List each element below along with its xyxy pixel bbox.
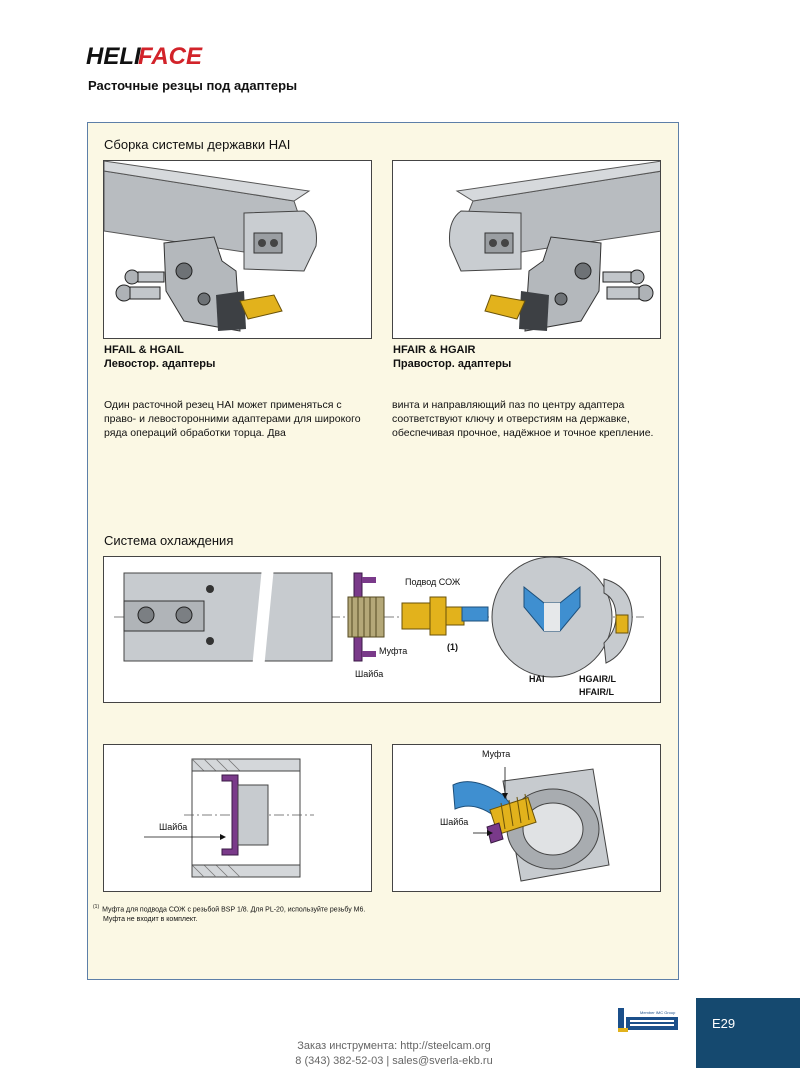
label-coupling: Муфта [379, 646, 408, 656]
footnote-line-2: Муфта не входит в комплект. [103, 916, 198, 924]
label-hai: HAI [529, 674, 545, 684]
page-subtitle: Расточные резцы под адаптеры [88, 78, 298, 93]
label-washer: Шайба [355, 669, 384, 679]
label-note-ref: (1) [447, 642, 458, 652]
member-text: Member IMC Group [640, 1010, 676, 1015]
right-adapter-illustration [392, 160, 661, 339]
footnote: (1)Муфта для подвода СОЖ с резьбой BSP 1… [93, 902, 365, 925]
detail-right-washer-label: Шайба [440, 817, 469, 827]
left-adapter-illustration [103, 160, 372, 339]
left-adapter-code: HFAIL & HGAIL [104, 344, 184, 356]
logo-text-face: FACE [138, 43, 203, 70]
label-hfair: HFAIR/L [579, 687, 614, 697]
iscar-logo: Member IMC Group [618, 1008, 678, 1032]
contact-line-1: Заказ инструмента: http://steelcam.org [297, 1040, 491, 1052]
footnote-marker: (1) [93, 904, 100, 910]
cooling-system-diagram [103, 556, 661, 703]
coupling-detail-illustration [392, 744, 661, 892]
washer-detail-illustration [103, 744, 372, 892]
assembly-section-title: Сборка системы державки HAI [104, 137, 291, 152]
assembly-text-left: Один расточной резец HAI может применять… [104, 399, 361, 439]
screw-icon [602, 269, 654, 302]
heliface-logo: HELI FACE [86, 43, 203, 70]
logo-text-heli: HELI [86, 43, 142, 70]
right-adapter-desc: Правостор. адаптеры [393, 358, 512, 370]
page-number-tab [696, 998, 800, 1068]
coupling-icon [401, 596, 489, 636]
page-number: E29 [712, 1016, 736, 1031]
label-hgair: HGAIR/L [579, 674, 616, 684]
screw-icon [115, 269, 165, 302]
cooling-section-title: Система охлаждения [104, 533, 234, 548]
coupling-icon [489, 793, 537, 836]
detail-left-washer-label: Шайба [159, 822, 188, 832]
label-coolant-supply: Подвод СОЖ [405, 577, 461, 587]
assembly-text-right: винта и направляющий паз по центру адапт… [392, 399, 654, 439]
footnote-line-1: Муфта для подвода СОЖ с резьбой BSP 1/8.… [102, 906, 366, 914]
left-adapter-desc: Левостор. адаптеры [104, 358, 216, 370]
detail-right-coupling-label: Муфта [482, 749, 511, 759]
right-adapter-code: HFAIR & HGAIR [393, 344, 476, 356]
contact-line-2: 8 (343) 382-52-03 | sales@sverla-ekb.ru [295, 1055, 493, 1067]
